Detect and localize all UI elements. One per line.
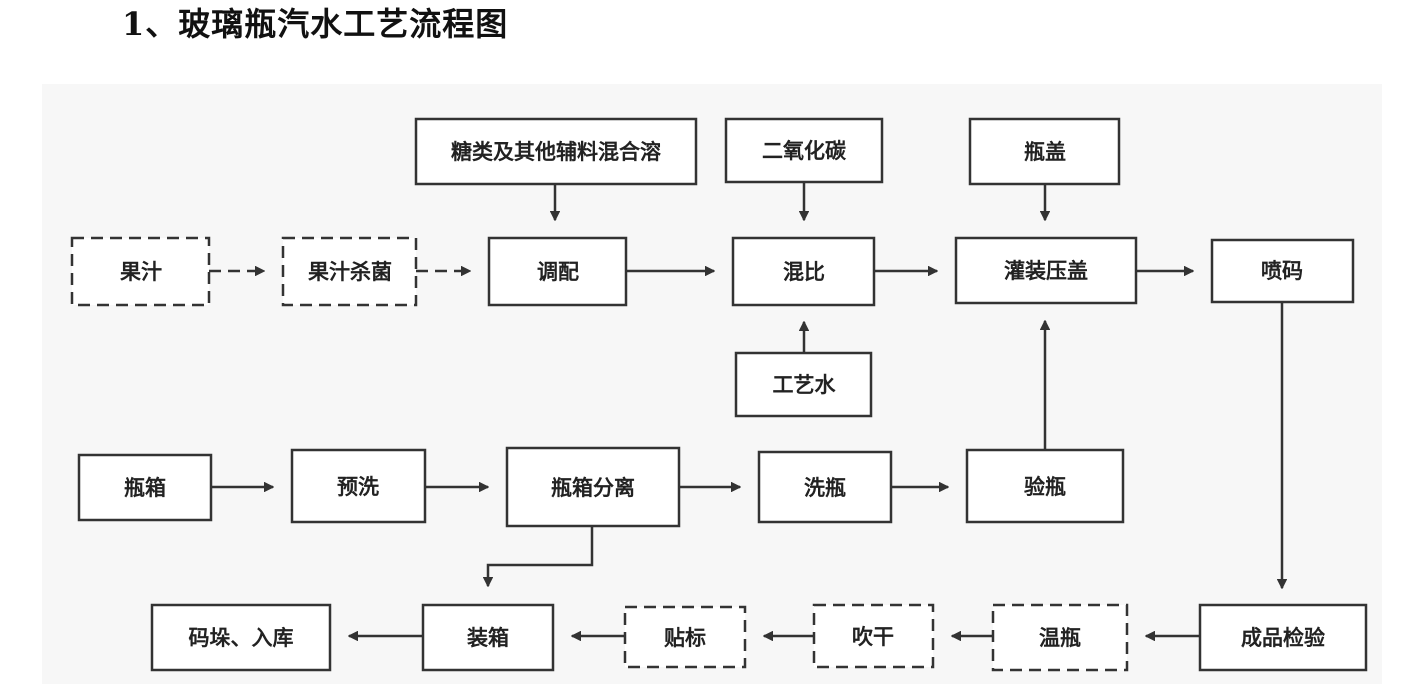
node-juice-sterilize: 果汁杀菌 [281, 236, 418, 307]
node-label: 贴标 [664, 626, 706, 650]
node-label: 喷码 [1261, 259, 1303, 283]
edge-separate-to-packing [488, 526, 594, 586]
node-label: 工艺水 [773, 373, 837, 397]
node-label: 灌装压盖 [1004, 259, 1088, 283]
page-title: 1、玻璃瓶汽水工艺流程图 [122, 5, 509, 43]
node-label: 吹干 [852, 625, 894, 649]
node-blow-dry: 吹干 [812, 603, 935, 669]
node-label: 果汁 [120, 260, 162, 284]
node-label: 码垛、入库 [189, 626, 294, 650]
node-label: 果汁杀菌 [308, 260, 392, 284]
node-label: 瓶盖 [1024, 140, 1066, 164]
node-blend: 调配 [487, 236, 628, 307]
node-wash-bottle: 洗瓶 [757, 450, 893, 524]
node-label: 洗瓶 [804, 476, 846, 500]
node-prewash: 预洗 [290, 448, 427, 524]
node-packing: 装箱 [421, 603, 555, 672]
node-bottle-cap: 瓶盖 [968, 117, 1121, 186]
node-sugar-mix: 糖类及其他辅料混合溶 [414, 117, 698, 186]
node-mix: 混比 [731, 236, 876, 307]
node-warm-bottle: 温瓶 [991, 603, 1129, 672]
node-label: 验瓶 [1024, 475, 1066, 499]
node-process-water: 工艺水 [734, 351, 873, 418]
node-label: 瓶箱分离 [551, 476, 635, 500]
node-label: 混比 [783, 260, 825, 284]
node-fill-cap: 灌装压盖 [954, 236, 1138, 305]
node-final-inspect: 成品检验 [1198, 603, 1368, 672]
node-crate: 瓶箱 [77, 453, 213, 522]
node-label: 温瓶 [1039, 626, 1081, 650]
node-crate-separate: 瓶箱分离 [505, 446, 681, 528]
node-stack-store: 码垛、入库 [150, 603, 332, 672]
node-label: 调配 [537, 260, 579, 284]
node-label: 二氧化碳 [762, 139, 847, 163]
edges [209, 182, 1282, 636]
node-co2: 二氧化碳 [724, 117, 884, 184]
node-label: 瓶箱 [124, 476, 166, 500]
node-labeling: 贴标 [623, 605, 747, 669]
node-label: 预洗 [337, 475, 379, 499]
node-label: 装箱 [467, 626, 509, 650]
node-label: 成品检验 [1241, 626, 1325, 650]
node-inspect-bottle: 验瓶 [965, 448, 1125, 524]
node-inkjet: 喷码 [1210, 238, 1355, 304]
node-label: 糖类及其他辅料混合溶 [451, 140, 661, 164]
node-juice: 果汁 [70, 236, 211, 307]
